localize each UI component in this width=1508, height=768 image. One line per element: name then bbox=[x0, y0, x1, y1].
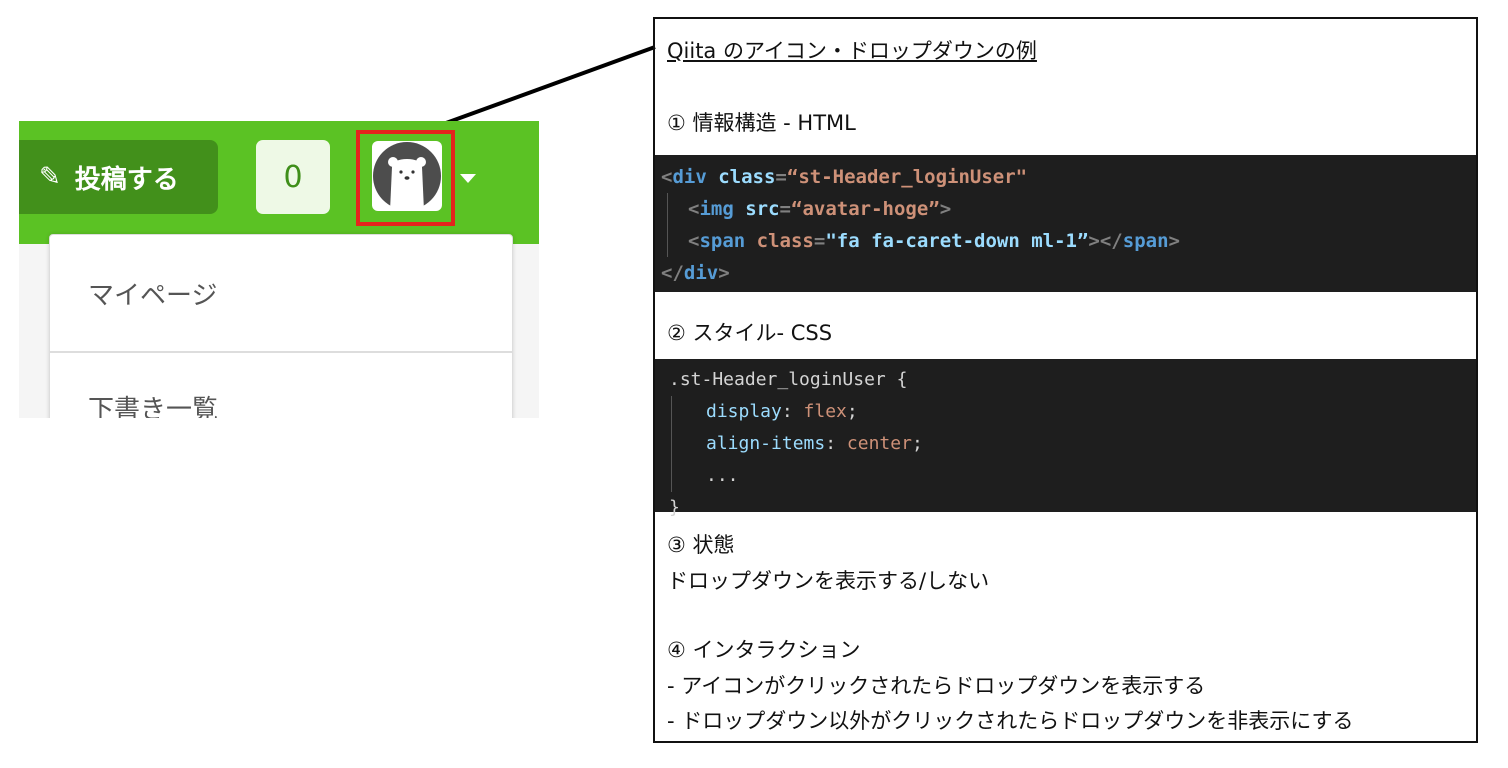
explanation-panel: Qiita のアイコン・ドロップダウンの例 ① 情報構造 - HTML <div… bbox=[653, 17, 1478, 743]
css-code-block: .st-Header_loginUser { display: flex; al… bbox=[655, 359, 1476, 518]
section-css-heading: ② スタイル- CSS bbox=[667, 321, 833, 345]
section-interaction-heading: ④ インタラクション bbox=[667, 638, 861, 662]
caret-down-icon[interactable] bbox=[460, 174, 476, 183]
html-code-block: <div class=“st-Header_loginUser" <img sr… bbox=[655, 155, 1476, 292]
section-html-heading: ① 情報構造 - HTML bbox=[667, 111, 856, 135]
post-button[interactable]: ✎ 投稿する bbox=[19, 140, 218, 214]
menu-item-mypage[interactable]: マイページ bbox=[50, 235, 512, 353]
interaction-item: - アイコンがクリックされたらドロップダウンを表示する bbox=[667, 674, 1206, 698]
interaction-item: - ドロップダウン以外がクリックされたらドロップダウンを非表示にする bbox=[667, 709, 1354, 733]
pencil-icon: ✎ bbox=[39, 162, 61, 192]
menu-item-drafts[interactable]: 下書き一覧 bbox=[88, 395, 219, 418]
dropdown-menu: マイページ 下書き一覧 bbox=[49, 234, 513, 418]
section-state-heading: ③ 状態 bbox=[667, 533, 735, 557]
notification-count[interactable]: 0 bbox=[256, 140, 330, 214]
header-bar: ✎ 投稿する 0 bbox=[19, 121, 539, 244]
highlight-box bbox=[356, 130, 455, 226]
qiita-header-screenshot: ✎ 投稿する 0 マイページ 下書き一覧 bbox=[19, 121, 539, 418]
polar-bear-avatar-icon[interactable] bbox=[372, 141, 442, 211]
panel-title: Qiita のアイコン・ドロップダウンの例 bbox=[667, 39, 1037, 63]
state-text: ドロップダウンを表示する/しない bbox=[667, 569, 990, 593]
